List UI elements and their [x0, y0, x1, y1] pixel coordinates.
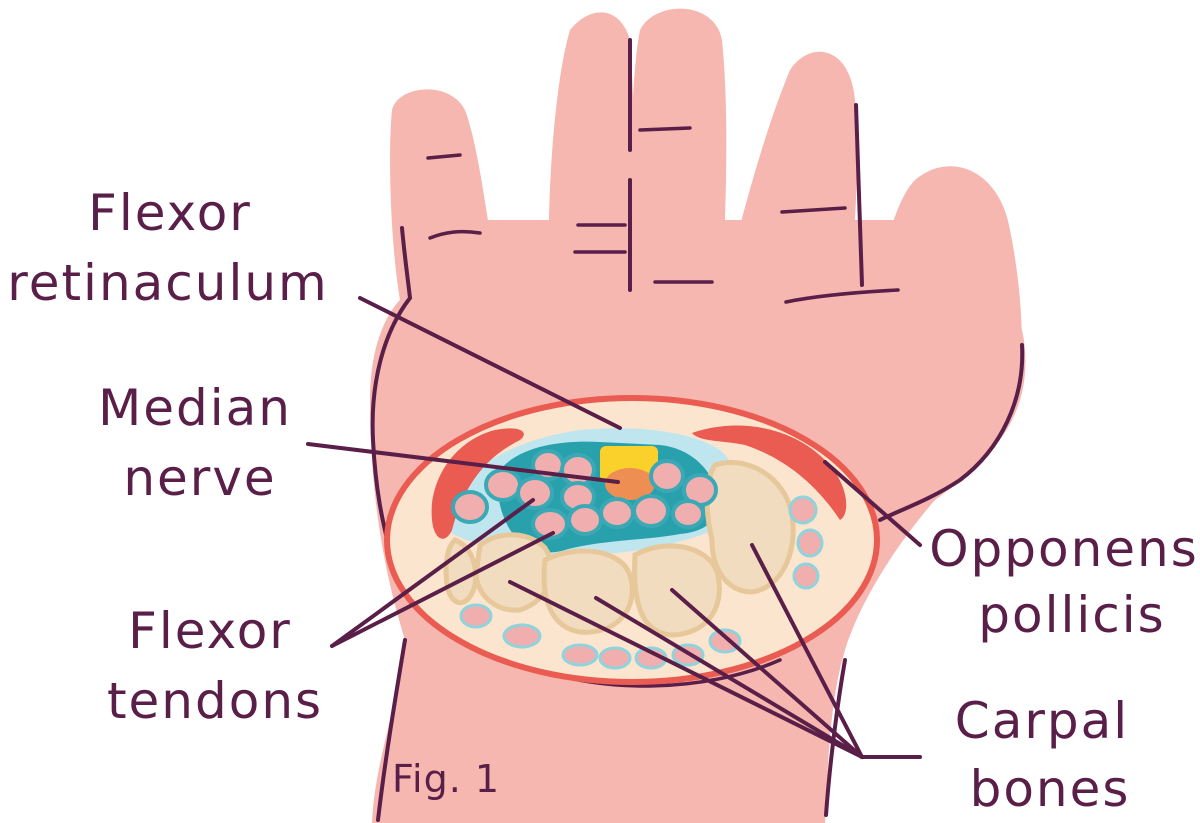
label-median-nerve-line2: nerve [123, 449, 276, 507]
crease [426, 153, 462, 160]
opponens-pollicis-muscle [692, 425, 847, 520]
flexor-tendon [671, 499, 705, 529]
peripheral-tendon [598, 646, 632, 670]
flexor-tendon [531, 508, 569, 540]
figure-caption: Fig. 1 [392, 757, 500, 801]
peripheral-tendon [792, 562, 820, 590]
peripheral-tendon [788, 495, 818, 525]
finger-line-3 [854, 103, 864, 287]
leader-flexor-tendons-2 [330, 531, 555, 648]
label-flexor-tendons-line2: tendons [107, 672, 323, 730]
crease [638, 126, 692, 132]
label-opponens-pollicis-line1: Opponens [929, 520, 1199, 578]
leader-carpal-bone-2 [594, 596, 864, 759]
peripheral-tendon [708, 628, 742, 654]
peripheral-tendon [796, 528, 824, 558]
leader-lines [306, 296, 922, 759]
ring-finger [630, 8, 727, 301]
label-flexor-retinaculum-line1: Flexor [88, 184, 252, 242]
label-flexor-tendons-line1: Flexor [128, 602, 292, 660]
thumb [880, 166, 1022, 380]
leader-carpal-bone-1 [508, 580, 864, 759]
index-finger [390, 89, 500, 300]
leader-flexor-tendons-1 [330, 498, 535, 648]
labels: Flexor retinaculum Median nerve Flexor t… [7, 184, 1199, 818]
flexor-tendon [649, 459, 685, 493]
flexor-tendon [599, 497, 635, 529]
peripheral-tendon [459, 603, 493, 629]
thumb-edge [878, 343, 1025, 522]
peripheral-tendon [502, 623, 542, 649]
label-carpal-bones-line2: bones [970, 760, 1131, 818]
crease [428, 229, 482, 240]
flexor-tendon [516, 476, 554, 510]
flexor-tendon [567, 504, 603, 536]
label-carpal-bones-line1: Carpal [955, 692, 1129, 750]
leader-carpal-bone-4 [750, 543, 864, 759]
flexor-tendons-group [451, 449, 718, 540]
flexor-tendon [451, 490, 489, 524]
crease [784, 288, 900, 304]
forearm-left-edge [376, 638, 407, 822]
peripheral-tendons-group [459, 495, 824, 670]
flexor-tendon [484, 468, 522, 502]
flexor-tendon [632, 494, 670, 528]
little-finger [722, 51, 858, 300]
peripheral-tendon [561, 643, 599, 667]
median-nerve-core [605, 468, 655, 500]
left-hand-edge [370, 226, 413, 562]
carpal-bone [704, 459, 796, 595]
flexor-tendon [560, 453, 596, 487]
leader-flexor-retinaculum [358, 296, 622, 430]
leader-opponens-pollicis [823, 460, 922, 547]
label-opponens-pollicis-line2: pollicis [978, 586, 1165, 644]
wrist-cross-section [384, 395, 880, 685]
middle-finger [548, 12, 635, 301]
label-flexor-retinaculum-line2: retinaculum [7, 254, 329, 312]
leader-carpal-bone-3 [670, 588, 864, 759]
leader-median-nerve [306, 442, 620, 484]
crease [780, 206, 847, 214]
label-median-nerve-line1: Median [98, 379, 292, 437]
